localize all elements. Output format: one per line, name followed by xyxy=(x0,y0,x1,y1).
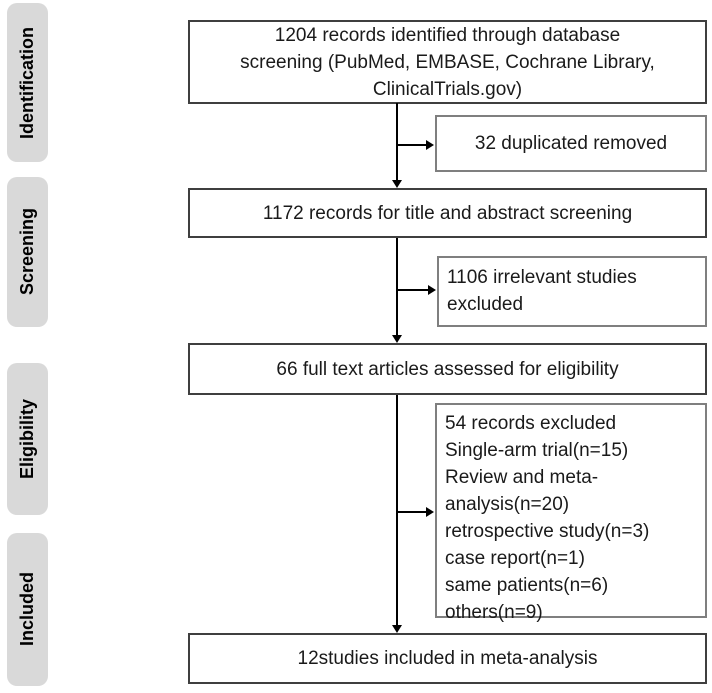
records-identified-line-2: screening (PubMed, EMBASE, Cochrane Libr… xyxy=(240,51,655,73)
irrelevant-excluded-line-2: excluded xyxy=(447,294,524,315)
records-identified-line-1: 1204 records identified through database xyxy=(274,24,621,46)
arrowhead-right-icon xyxy=(428,285,436,295)
connector-line-to-irrelevant xyxy=(397,289,431,291)
stage-identification: Identification xyxy=(7,3,48,162)
records-excluded-line-7: same patients(n=6) xyxy=(445,575,609,596)
records-excluded-line-1: 54 records excluded xyxy=(445,413,617,434)
connector-line-to-excluded xyxy=(397,511,429,513)
box-fulltext-assessed: 66 full text articles assessed for eligi… xyxy=(188,343,707,395)
records-identified-line-3: ClinicalTrials.gov) xyxy=(372,78,523,100)
connector-line-screening-to-eligibility xyxy=(396,238,398,338)
connector-line-identified-to-screening xyxy=(396,103,398,183)
records-excluded-line-2: Single-arm trial(n=15) xyxy=(445,440,629,461)
stage-eligibility: Eligibility xyxy=(7,363,48,515)
box-title-abstract-screening: 1172 records for title and abstract scre… xyxy=(188,188,707,238)
arrowhead-down-icon xyxy=(392,625,402,633)
fulltext-assessed-text: 66 full text articles assessed for eligi… xyxy=(276,358,619,380)
box-duplicates-removed: 32 duplicated removed xyxy=(435,115,707,172)
irrelevant-excluded-line-1: 1106 irrelevant studies xyxy=(447,267,637,288)
records-excluded-line-4: analysis(n=20) xyxy=(445,494,570,515)
included-meta-analysis-text: 12studies included in meta-analysis xyxy=(297,648,598,669)
box-irrelevant-excluded: 1106 irrelevant studies excluded xyxy=(437,256,707,327)
box-included-meta-analysis: 12studies included in meta-analysis xyxy=(188,633,707,684)
arrowhead-right-icon xyxy=(426,140,434,150)
connector-line-to-duplicates xyxy=(397,144,429,146)
stage-screening-label: Screening xyxy=(17,208,37,296)
stage-included: Included xyxy=(7,533,48,686)
records-excluded-line-6: case report(n=1) xyxy=(445,548,585,569)
stage-identification-label: Identification xyxy=(17,26,37,139)
stage-eligibility-label: Eligibility xyxy=(17,398,37,479)
records-excluded-line-8: others(n=9) xyxy=(445,602,543,623)
records-excluded-line-3: Review and meta- xyxy=(445,467,599,488)
box-records-excluded: 54 records excluded Single-arm trial(n=1… xyxy=(435,403,707,623)
title-abstract-screening-text: 1172 records for title and abstract scre… xyxy=(262,202,633,224)
arrowhead-down-icon xyxy=(392,180,402,188)
stage-included-label: Included xyxy=(17,572,37,647)
arrowhead-right-icon xyxy=(426,507,434,517)
stage-screening: Screening xyxy=(7,177,48,327)
box-records-identified: 1204 records identified through database… xyxy=(188,20,707,104)
duplicates-removed-text: 32 duplicated removed xyxy=(474,133,668,154)
arrowhead-down-icon xyxy=(392,335,402,343)
records-excluded-line-5: retrospective study(n=3) xyxy=(445,521,650,542)
